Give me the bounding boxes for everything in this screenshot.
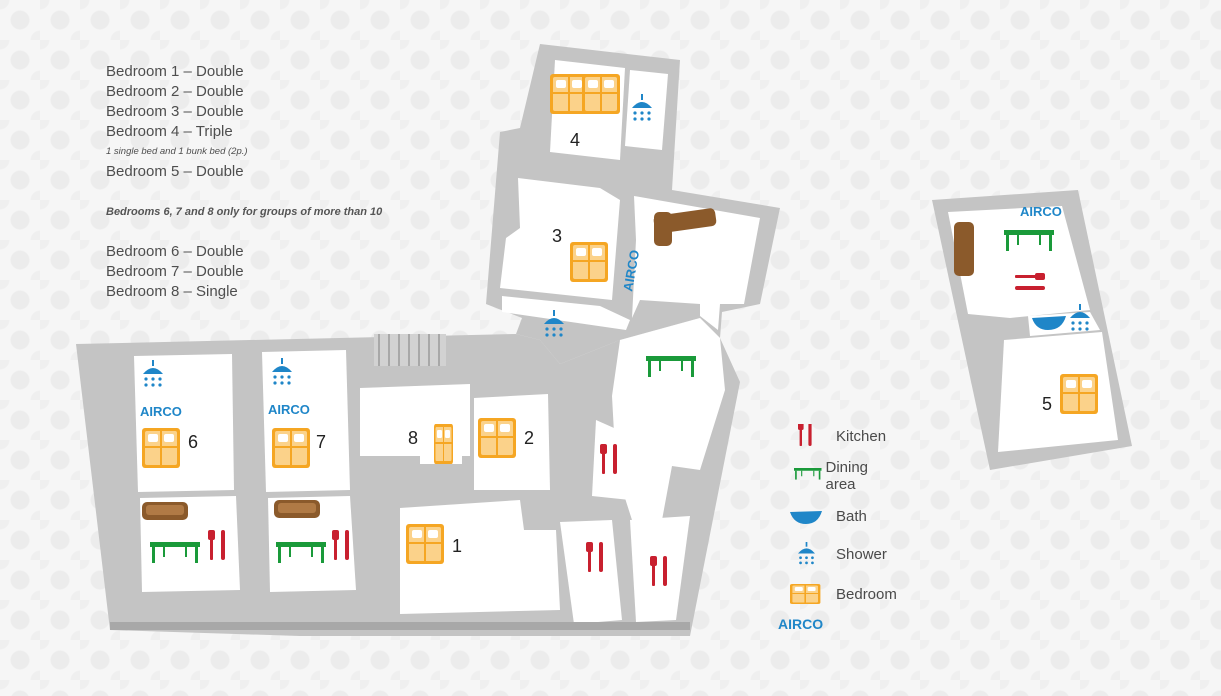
sofa-icon — [653, 208, 717, 246]
bedroom-2-text: Bedroom 2 – Double — [106, 83, 244, 100]
legend-airco: AIRCO — [778, 616, 824, 632]
room-2-number: 2 — [524, 428, 534, 448]
bedroom-list: Bedroom 1 – Double Bedroom 2 – Double Be… — [106, 62, 382, 302]
room-3-number: 3 — [552, 226, 562, 246]
bed-icon — [142, 428, 180, 468]
legend-dining: Dining area — [790, 459, 879, 493]
bed-icon — [570, 242, 608, 282]
bed-icon — [434, 424, 453, 464]
bedroom-4-text: Bedroom 4 – Triple — [106, 123, 233, 140]
bedroom-3-text: Bedroom 3 – Double — [106, 103, 244, 120]
bedroom-5-text: Bedroom 5 – Double — [106, 163, 244, 180]
airco-label-room-7: AIRCO — [268, 402, 310, 417]
legend-kitchen: Kitchen — [790, 424, 886, 448]
sofa-icon — [954, 222, 974, 276]
legend-bath: Bath — [790, 504, 867, 528]
bed-icon — [478, 418, 516, 458]
room-4-number: 4 — [570, 130, 580, 150]
room-7-number: 7 — [316, 432, 326, 452]
bed-icon — [1060, 374, 1098, 414]
bed-icon — [272, 428, 310, 468]
bathtub-icon — [1032, 316, 1066, 330]
stairs — [374, 334, 446, 366]
room-5-number: 5 — [1042, 394, 1052, 414]
bedroom-6-text: Bedroom 6 – Double — [106, 243, 244, 260]
legend-shower: Shower — [790, 542, 887, 566]
room-8-number: 8 — [408, 428, 418, 448]
bed-icon — [406, 524, 444, 564]
bed-icon — [582, 74, 620, 114]
bedroom-8-text: Bedroom 8 – Single — [106, 283, 238, 300]
airco-label-annex: AIRCO — [1020, 204, 1062, 219]
airco-label-room-6: AIRCO — [140, 404, 182, 419]
sofa-icon — [274, 500, 320, 518]
legend-bedroom: Bedroom — [790, 582, 897, 606]
room-6-number: 6 — [188, 432, 198, 452]
airco-label-room-3: AIRCO — [620, 249, 642, 293]
bedroom-4-note: 1 single bed and 1 bunk bed (2p.) — [106, 146, 248, 157]
bedroom-7-text: Bedroom 7 – Double — [106, 263, 244, 280]
group-note: Bedrooms 6, 7 and 8 only for groups of m… — [106, 206, 383, 218]
sofa-icon — [142, 502, 188, 520]
room-1-number: 1 — [452, 536, 462, 556]
bedroom-1-text: Bedroom 1 – Double — [106, 63, 244, 80]
